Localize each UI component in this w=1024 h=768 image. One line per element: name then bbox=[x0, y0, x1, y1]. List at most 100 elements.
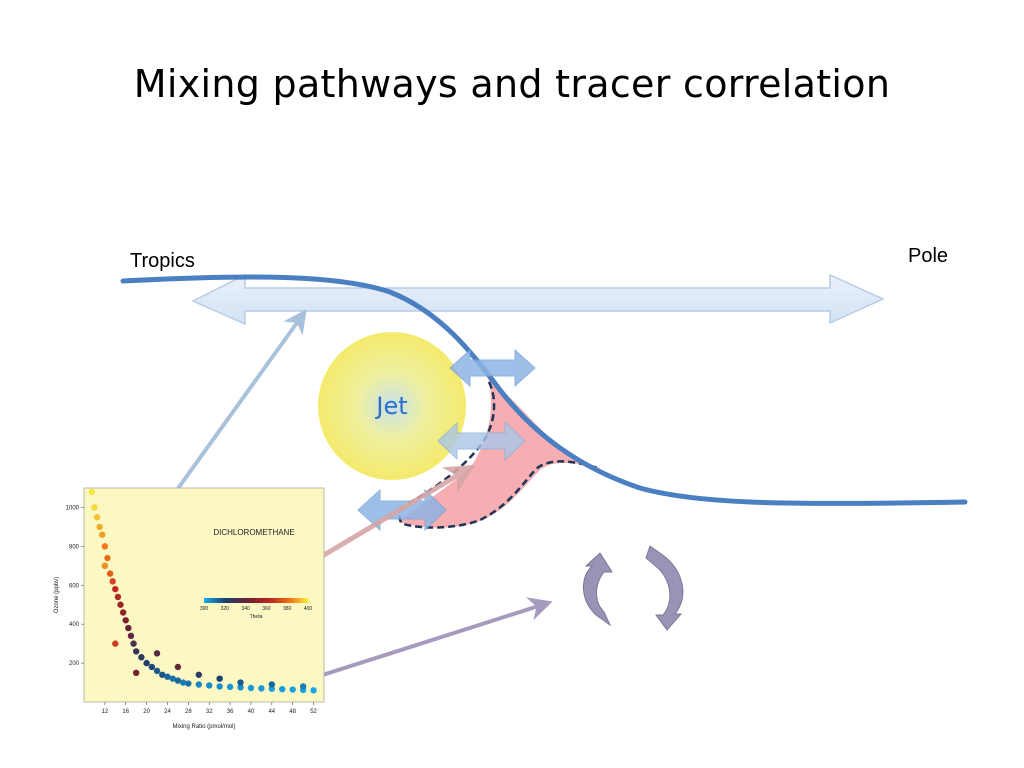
scatter-point bbox=[91, 504, 98, 511]
colorbar-segment bbox=[287, 598, 291, 603]
y-tick-label: 200 bbox=[69, 661, 80, 667]
scatter-point bbox=[164, 673, 171, 680]
colorbar-segment bbox=[219, 598, 223, 603]
x-tick-label: 44 bbox=[268, 709, 275, 715]
scatter-point bbox=[258, 685, 265, 692]
y-tick-label: 600 bbox=[69, 583, 80, 589]
colorbar-segment bbox=[256, 598, 260, 603]
scatter-point bbox=[138, 654, 145, 661]
slide-title: Mixing pathways and tracer correlation bbox=[133, 62, 891, 106]
colorbar-tick-label: 300 bbox=[200, 606, 209, 612]
colorbar-segment bbox=[245, 598, 249, 603]
x-tick-label: 52 bbox=[310, 709, 317, 715]
x-tick-label: 12 bbox=[102, 709, 109, 715]
colorbar-segment bbox=[282, 598, 286, 603]
scatter-point bbox=[117, 601, 124, 608]
recirculation-arrow-left bbox=[583, 552, 613, 627]
colorbar-segment bbox=[276, 598, 280, 603]
colorbar-segment bbox=[250, 598, 254, 603]
x-tick-label: 32 bbox=[206, 709, 213, 715]
colorbar-segment bbox=[266, 598, 270, 603]
colorbar-segment bbox=[227, 598, 231, 603]
x-tick-label: 24 bbox=[164, 709, 171, 715]
colorbar-segment bbox=[292, 598, 296, 603]
y-tick-label: 400 bbox=[69, 622, 80, 628]
scatter-point bbox=[122, 617, 129, 624]
scatter-point bbox=[93, 513, 101, 521]
scatter-point bbox=[268, 681, 276, 688]
scatter-point bbox=[104, 554, 111, 562]
colorbar-segment bbox=[248, 598, 252, 603]
colorbar-segment bbox=[204, 598, 208, 603]
colorbar-tick-label: 380 bbox=[283, 606, 292, 612]
tropics-label: Tropics bbox=[130, 250, 195, 272]
jet-circle bbox=[318, 332, 466, 480]
scatter-point bbox=[148, 663, 156, 671]
colorbar-segment bbox=[271, 598, 275, 603]
x-tick-label: 48 bbox=[289, 709, 296, 715]
scatter-point bbox=[130, 640, 137, 647]
colorbar-tick-label: 340 bbox=[241, 606, 250, 612]
scatter-point bbox=[153, 667, 161, 675]
colorbar-label: Theta bbox=[250, 614, 263, 620]
scatter-point bbox=[101, 543, 109, 550]
colorbar-segment bbox=[279, 598, 283, 603]
scatter-point bbox=[279, 685, 286, 693]
colorbar-segment bbox=[222, 598, 226, 603]
chart-xlabel: Mixing Ratio (pmol/mol) bbox=[172, 724, 235, 730]
scatter-point bbox=[153, 650, 161, 657]
colorbar-segment bbox=[206, 598, 210, 603]
scatter-point bbox=[101, 562, 109, 570]
jet-label: Jet bbox=[374, 392, 407, 420]
colorbar-segment bbox=[232, 598, 236, 603]
scatter-point bbox=[112, 585, 119, 593]
scatter-point bbox=[195, 671, 202, 678]
colorbar-segment bbox=[302, 598, 306, 603]
scatter-point bbox=[132, 669, 140, 677]
colorbar-tick-label: 360 bbox=[262, 606, 271, 612]
scatter-point bbox=[127, 632, 135, 640]
y-tick-label: 800 bbox=[69, 544, 80, 550]
y-tick-label: 1000 bbox=[66, 505, 80, 511]
scatter-point bbox=[109, 578, 116, 585]
scatter-point bbox=[237, 684, 244, 691]
x-tick-label: 40 bbox=[248, 709, 255, 715]
exchange-arrow-top bbox=[449, 348, 536, 388]
colorbar-segment bbox=[224, 598, 228, 603]
scatter-point bbox=[125, 624, 132, 632]
scatter-point bbox=[185, 680, 192, 687]
scatter-point bbox=[119, 609, 127, 616]
scatter-point bbox=[143, 659, 150, 667]
colorbar-tick-label: 320 bbox=[221, 606, 230, 612]
colorbar-segment bbox=[300, 598, 304, 603]
exchange-arrow-middle bbox=[437, 420, 526, 462]
x-tick-label: 20 bbox=[143, 709, 150, 715]
scatter-point bbox=[112, 640, 119, 647]
colorbar-segment bbox=[284, 598, 288, 603]
colorbar-segment bbox=[235, 598, 239, 603]
colorbar-segment bbox=[274, 598, 278, 603]
colorbar-segment bbox=[209, 598, 213, 603]
colorbar-segment bbox=[269, 598, 273, 603]
scatter-point bbox=[226, 683, 234, 691]
x-tick-label: 28 bbox=[185, 709, 192, 715]
colorbar-segment bbox=[243, 598, 247, 603]
scatter-point bbox=[99, 531, 106, 538]
scatter-point bbox=[169, 675, 176, 682]
scatter-point bbox=[159, 671, 166, 678]
scatter-point bbox=[96, 523, 103, 531]
scatter-point bbox=[174, 663, 182, 671]
scatter-point bbox=[216, 683, 223, 690]
chart-title: DICHLOROMETHANE bbox=[213, 528, 294, 537]
tracer-correlation-chart: DICHLOROMETHANE Mixing Ratio (pmol/mol) … bbox=[54, 487, 325, 730]
scatter-point bbox=[132, 648, 140, 655]
colorbar-segment bbox=[297, 598, 301, 603]
x-tick-label: 16 bbox=[122, 709, 129, 715]
scatter-point bbox=[106, 570, 114, 577]
chart-plot-area bbox=[83, 487, 325, 703]
chart-ylabel: Ozone (ppbv) bbox=[54, 577, 60, 613]
colorbar-segment bbox=[258, 598, 262, 603]
x-tick-label: 36 bbox=[227, 709, 234, 715]
colorbar-segment bbox=[217, 598, 221, 603]
